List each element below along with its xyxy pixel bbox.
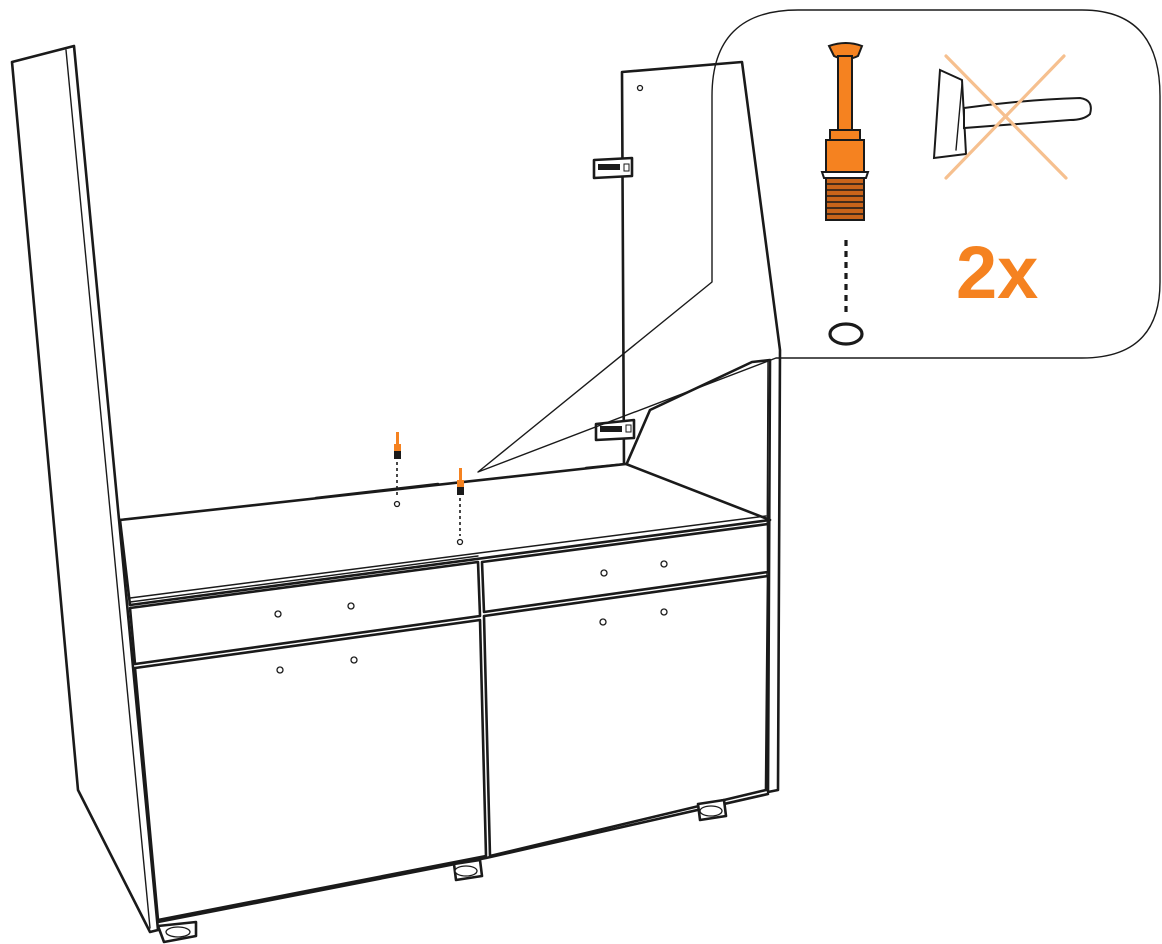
hammer-icon <box>932 68 1092 160</box>
foot-front-left <box>156 920 198 944</box>
bracket-lower <box>594 418 636 442</box>
foot-front-middle <box>452 858 484 882</box>
drawer-left-lower <box>133 618 488 922</box>
handle-hole <box>274 610 282 618</box>
cross-out-icon <box>944 54 1068 180</box>
drawer-right-lower <box>482 574 770 858</box>
dowel-pin-icon <box>456 468 464 546</box>
dowel-pin-icon <box>820 42 870 221</box>
quantity-label: 2x <box>956 231 1038 314</box>
hole-icon <box>828 322 864 346</box>
handle-hole <box>350 656 358 664</box>
dowel-pin-icon <box>393 432 401 508</box>
handle-hole <box>276 666 284 674</box>
handle-hole <box>660 560 668 568</box>
handle-hole <box>600 569 608 577</box>
drawer-left-upper <box>128 555 482 666</box>
drawer-right-upper <box>480 522 770 614</box>
foot-front-right <box>696 798 728 822</box>
bracket-upper <box>592 156 634 180</box>
handle-hole <box>660 608 668 616</box>
handle-hole <box>347 602 355 610</box>
handle-hole <box>599 618 607 626</box>
left-side-panel <box>10 44 160 934</box>
side-hole <box>636 84 644 92</box>
detail-callout: 2x <box>477 9 1161 473</box>
